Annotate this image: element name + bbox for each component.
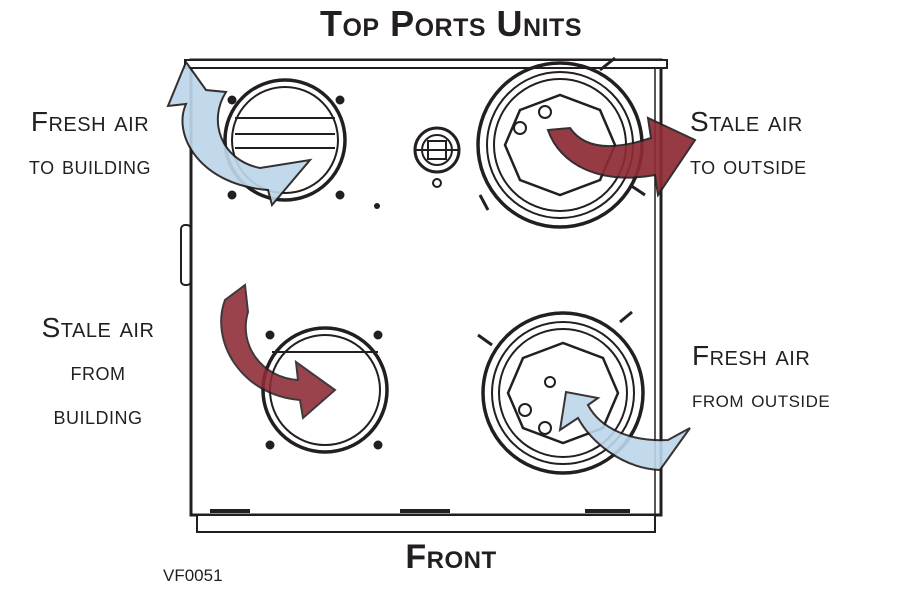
label-line: Fresh air: [692, 340, 811, 371]
label-stale-air-from-building: Stale air from building: [0, 306, 196, 438]
label-line: to building: [28, 152, 152, 180]
stale-air-arrow-icon: [546, 116, 697, 198]
small-fitting: [413, 126, 461, 188]
fresh-air-arrow-icon: [558, 390, 691, 472]
diagram-title: Top Ports Units: [319, 3, 583, 44]
label-line: building: [53, 402, 143, 430]
label-line: from outside: [692, 386, 831, 413]
figure-code: VF0051: [163, 566, 223, 585]
label-line: to outside: [690, 152, 807, 180]
fresh-air-arrow-icon: [166, 59, 313, 208]
front-label: Front: [405, 538, 497, 576]
label-line: from: [70, 358, 126, 386]
label-fresh-air-to-building: Fresh air to building: [0, 100, 180, 188]
port-fresh-air-to-building: [223, 78, 347, 202]
label-line: Stale air: [41, 312, 155, 343]
port-stale-air-to-outside: [476, 56, 646, 229]
label-line: Stale air: [690, 106, 803, 137]
label-line: Fresh air: [30, 106, 150, 137]
unit-cabinet: [180, 58, 668, 533]
label-fresh-air-from-outside: Fresh air from outside: [692, 334, 902, 422]
label-stale-air-to-outside: Stale air to outside: [690, 100, 860, 188]
stale-air-arrow-icon: [220, 283, 337, 420]
